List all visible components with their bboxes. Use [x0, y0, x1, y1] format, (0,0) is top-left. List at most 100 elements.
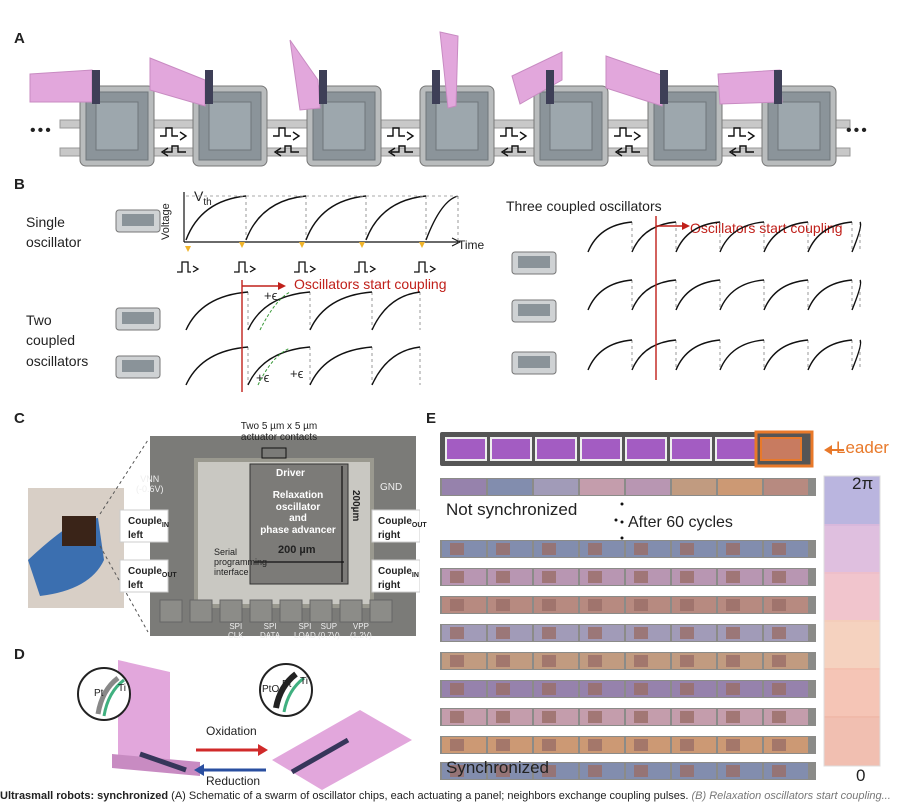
zoom-line-top	[99, 439, 149, 515]
actuator-mark	[542, 683, 556, 695]
pulse-left-icon	[500, 145, 526, 157]
mini-chip-die	[518, 356, 550, 368]
top-chip-cell	[535, 437, 577, 461]
couple-in-left-pad	[119, 509, 169, 543]
couple-out-left-side: left	[128, 580, 143, 592]
yellow-arrow-icon	[239, 242, 245, 248]
start-coupling-label-three: Oscillators start coupling	[690, 220, 843, 236]
chip-core	[549, 101, 593, 151]
single-oscillator-wave	[185, 195, 459, 241]
actuator-mark	[450, 765, 464, 777]
actuator-mark	[496, 627, 510, 639]
actuator-mark	[680, 683, 694, 695]
actuator-mark	[496, 765, 510, 777]
couple-out-right-pad	[371, 509, 420, 543]
ellipsis-dot	[620, 520, 624, 524]
actuator-mark	[588, 571, 602, 583]
color-scale-border	[823, 475, 881, 767]
actuator-mark	[772, 711, 786, 723]
three-osc-wave-2	[587, 279, 862, 311]
top-chip-cell	[715, 437, 757, 461]
top-chip-cell	[445, 437, 487, 461]
actuator-mark	[542, 739, 556, 751]
mini-chip-die	[122, 312, 154, 324]
top-chip-cell	[760, 437, 802, 461]
leader-arrowhead	[824, 445, 832, 455]
panel-a-label: A	[14, 30, 25, 47]
actuator-mark	[588, 739, 602, 751]
ellipsis-dot	[620, 536, 624, 540]
actuator-mark	[680, 739, 694, 751]
couple-out-left-pad	[119, 559, 169, 593]
chip-core	[777, 101, 821, 151]
chip-core	[208, 101, 252, 151]
vertical-panel	[118, 660, 170, 770]
three-osc-wave-3	[587, 339, 862, 371]
actuator-mark	[496, 739, 510, 751]
chip-core	[663, 101, 707, 151]
actuator-mark	[634, 739, 648, 751]
panel-b-waveforms	[115, 192, 862, 392]
actuator-mark	[496, 683, 510, 695]
pulse-left-icon	[160, 145, 186, 157]
two-osc-wave-1	[185, 291, 421, 331]
actuator-mark	[772, 599, 786, 611]
actuator-mark	[542, 627, 556, 639]
actuator-panel	[29, 69, 93, 103]
actuator-hinge	[92, 70, 100, 104]
phase-cell	[442, 479, 486, 495]
top-chip-cell	[670, 437, 712, 461]
layer-pt-left	[95, 676, 120, 715]
caption-rest: (B) Relaxation oscillators start couplin…	[688, 790, 891, 802]
actuator-mark	[726, 543, 740, 555]
pulse-icon	[354, 261, 377, 273]
couple-in-right-pad	[371, 559, 420, 593]
actuator-panel	[511, 51, 563, 105]
actuator-mark	[726, 683, 740, 695]
chip-core	[322, 101, 366, 151]
mini-chip-die	[122, 214, 154, 226]
actuator-mark	[680, 711, 694, 723]
top-chip-cell	[580, 437, 622, 461]
actuator-mark	[588, 683, 602, 695]
actuator-mark	[542, 765, 556, 777]
couple-out-left-sub: OUT	[161, 572, 177, 579]
oxidation-arrowhead	[258, 744, 268, 756]
bond-pad	[339, 599, 363, 623]
time-axis-arrow	[451, 237, 462, 247]
couple-out-left-main: Couple	[128, 566, 162, 577]
actuator-mark	[726, 765, 740, 777]
dim-horizontal-label: 200 µm	[278, 544, 316, 556]
couple-out-right-side: right	[378, 530, 401, 542]
layer-ti-right	[282, 676, 305, 713]
pulse-left-icon	[614, 145, 640, 157]
yellow-arrow-icon	[299, 242, 305, 248]
start-coupling-label-two: Oscillators start coupling	[294, 276, 447, 292]
actuator-hinge	[660, 70, 668, 104]
phase-cell	[718, 479, 762, 495]
right-layer-pto: PtO	[262, 684, 280, 695]
actuator-contacts-box	[261, 447, 287, 459]
pulse-right-icon	[387, 127, 415, 141]
actuator-contacts-callout: Two 5 µm x 5 µm actuator contacts	[240, 421, 318, 443]
phase-cell	[764, 479, 808, 495]
pulse-icon	[414, 261, 437, 273]
pad-sup: SUP (0.7V)	[318, 622, 340, 640]
serial-interface-label: Serial programming interface	[214, 547, 268, 577]
bond-pad	[279, 599, 303, 623]
actuator-mark	[726, 571, 740, 583]
actuator-mark	[588, 599, 602, 611]
reduction-label: Reduction	[206, 774, 261, 788]
actuator-panel	[605, 55, 665, 107]
actuator-mark	[634, 655, 648, 667]
actuator-hinge	[774, 70, 782, 104]
actuator-mark	[450, 571, 464, 583]
panel-d-label: D	[14, 646, 25, 663]
base-strip-left	[112, 754, 200, 776]
actuator-mark	[496, 599, 510, 611]
actuator-mark	[634, 543, 648, 555]
pulse-left-icon	[273, 145, 299, 157]
actuator-mark	[450, 627, 464, 639]
actuator-mark	[680, 599, 694, 611]
